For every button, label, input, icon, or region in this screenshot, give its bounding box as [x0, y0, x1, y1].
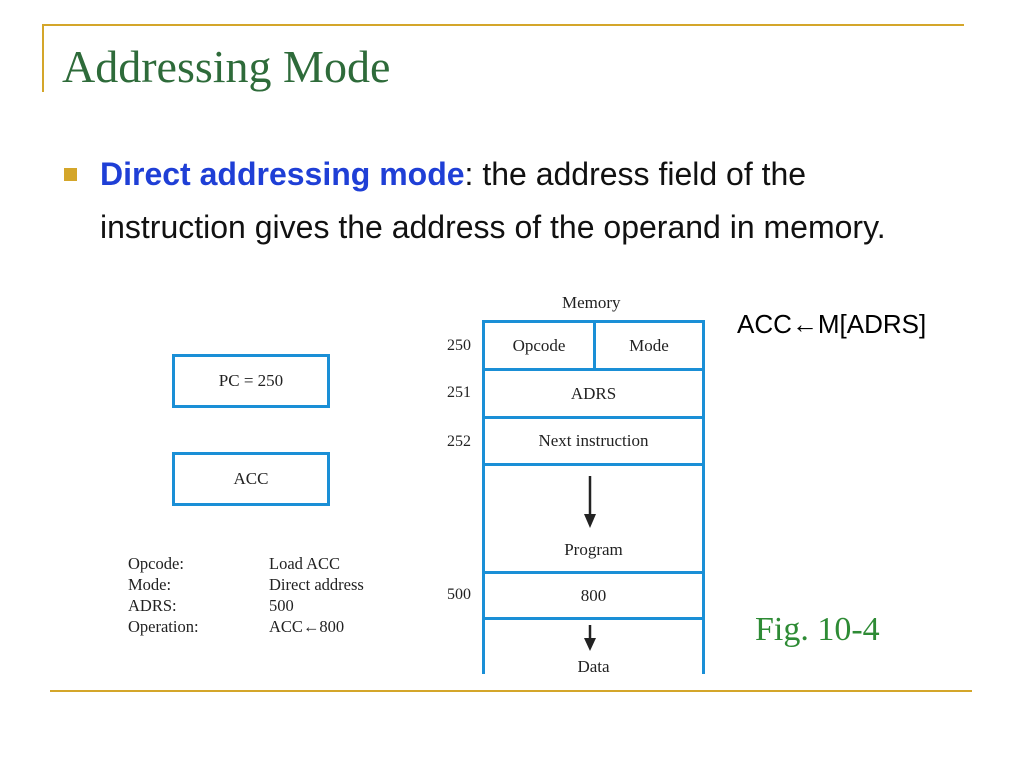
down-arrow-icon	[584, 476, 596, 528]
bullet-term: Direct addressing mode	[100, 156, 465, 192]
info-label: Opcode:	[128, 554, 184, 573]
memory-cell-mode: Mode	[629, 335, 669, 355]
acc-register-box: ACC	[172, 452, 330, 506]
acc-register-label: ACC	[233, 469, 269, 488]
left-rule	[42, 24, 44, 92]
info-value: Direct address	[269, 575, 364, 594]
info-value: 500	[269, 596, 294, 615]
info-label: ADRS:	[128, 596, 177, 615]
memory-left-border	[482, 320, 485, 674]
info-label: Operation:	[128, 617, 199, 636]
bullet-text: Direct addressing mode: the address fiel…	[100, 148, 950, 254]
bullet-description: : the address field of the instruction g…	[100, 156, 886, 245]
memory-row-line	[482, 320, 705, 323]
info-row-adrs: ADRS: 500	[128, 595, 364, 616]
memory-program-label: Program	[564, 540, 623, 559]
memory-address: 250	[447, 337, 471, 354]
info-value: ACC←800	[269, 617, 345, 636]
memory-title: Memory	[562, 293, 621, 312]
operation-equation: ACC←M[ADRS]	[737, 309, 927, 339]
memory-opcode-mode-divider	[593, 320, 596, 370]
figure-caption: Fig. 10-4	[755, 611, 880, 648]
memory-row-line	[482, 368, 705, 371]
memory-cell-adrs: ADRS	[570, 383, 617, 403]
info-row-operation: Operation: ACC←800	[128, 616, 364, 637]
memory-data-label: Data	[577, 657, 610, 676]
pc-register-box: PC = 250	[172, 354, 330, 408]
info-label: Mode:	[128, 575, 172, 594]
memory-cell-next-instruction: Next instruction	[538, 431, 649, 450]
memory-row-line	[482, 463, 705, 466]
instruction-info-table: Opcode: Load ACC Mode: Direct address ADRS…	[128, 553, 364, 637]
bottom-rule	[50, 690, 972, 692]
memory-row-line	[482, 617, 705, 620]
info-value: Load ACC	[269, 554, 341, 573]
bullet-square-icon	[64, 168, 77, 181]
top-rule	[42, 24, 964, 26]
memory-right-border	[702, 320, 705, 674]
memory-address: 252	[447, 433, 471, 450]
memory-cell-opcode: Opcode	[512, 335, 566, 355]
slide-title: Addressing Mode	[62, 41, 391, 92]
down-arrow-icon	[584, 625, 596, 651]
memory-cell-800: 800	[580, 585, 607, 605]
info-row-opcode: Opcode: Load ACC	[128, 553, 364, 574]
memory-row-line	[482, 416, 705, 419]
pc-register-label: PC = 250	[218, 371, 284, 390]
info-row-mode: Mode: Direct address	[128, 574, 364, 595]
memory-address: 251	[447, 384, 471, 401]
memory-row-line	[482, 571, 705, 574]
memory-address: 500	[447, 586, 471, 603]
